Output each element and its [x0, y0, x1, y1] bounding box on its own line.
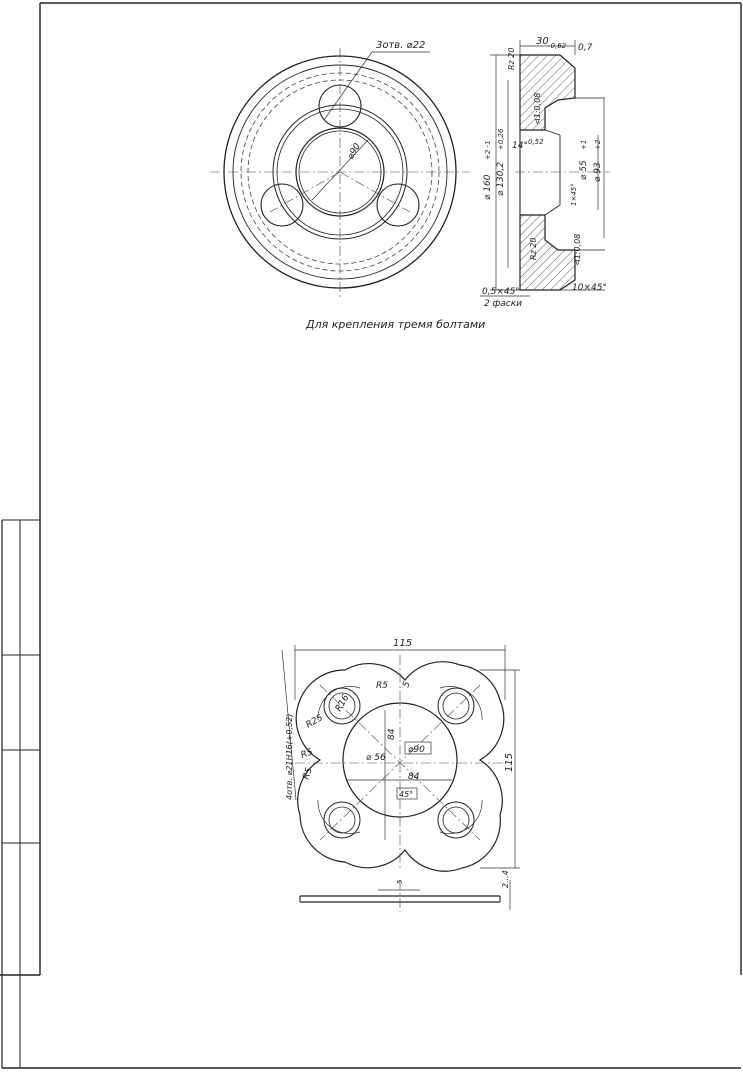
- plate-outline: [295, 661, 505, 872]
- plate-plan-view: [281, 645, 520, 912]
- dia-130: ⌀ 130,2: [496, 162, 506, 196]
- holes-label: 3отв. ⌀22: [376, 40, 425, 51]
- step-dim: 0,7: [578, 43, 593, 53]
- dia-90: ⌀90: [408, 745, 425, 755]
- plate-width: 115: [393, 638, 412, 649]
- dia-56: ⌀ 56: [366, 753, 386, 763]
- width-tol: -0,62: [548, 42, 567, 50]
- flange-front-view: [210, 48, 470, 300]
- thickness-s: 5: [396, 879, 404, 884]
- rz-top: Rz 20: [507, 48, 516, 70]
- r25-label: R25: [305, 713, 326, 731]
- width-dim: 30: [536, 36, 549, 47]
- plate-height: 115: [504, 753, 515, 772]
- angle-45: 45°: [399, 790, 413, 799]
- bolt-hole: [376, 183, 420, 227]
- center-dia-label: ⌀90: [346, 142, 363, 162]
- dia-55-tol: +1: [580, 140, 588, 150]
- rz-bottom: Rz 20: [529, 238, 538, 260]
- dia-84-h: 84: [408, 772, 420, 782]
- dia-130-tol: +0,26: [497, 128, 505, 150]
- dia-84-v: 84: [387, 728, 397, 740]
- angle-label: 14°: [512, 141, 528, 151]
- chamfer-right: 10×45°: [572, 283, 607, 293]
- dia-160: ⌀ 160: [483, 174, 493, 200]
- dia-160-tol: +2 -1: [484, 140, 492, 160]
- chamfer-note: 2 фаски: [484, 299, 522, 309]
- dia-55: ⌀ 55: [579, 160, 589, 180]
- chamfer-left: 0,5×45°: [482, 287, 520, 297]
- chamfer-small: 1×45°: [570, 183, 578, 206]
- taper-label: ⊲1:0,08: [533, 93, 542, 125]
- r5-left: R5: [300, 747, 315, 761]
- angle-tol: 0,52: [528, 138, 544, 146]
- taper2-label: ⊲1:0,08: [573, 234, 582, 266]
- thickness-24: 2...4: [501, 870, 510, 888]
- bolt-hole: [260, 183, 304, 227]
- bolt-hole-label: 4отв. ⌀21H16(+0,52): [285, 714, 294, 800]
- r5-top: R5: [376, 681, 388, 691]
- dia-93: ⌀ 93: [593, 162, 603, 182]
- r16-label: R16: [334, 693, 352, 714]
- r5-left2: R5: [301, 766, 315, 781]
- top-caption: Для крепления тремя болтами: [305, 318, 485, 331]
- r5-top2: 5: [401, 680, 412, 689]
- flange-section-view: [480, 40, 610, 297]
- dia-93-tol: +2: [594, 139, 602, 150]
